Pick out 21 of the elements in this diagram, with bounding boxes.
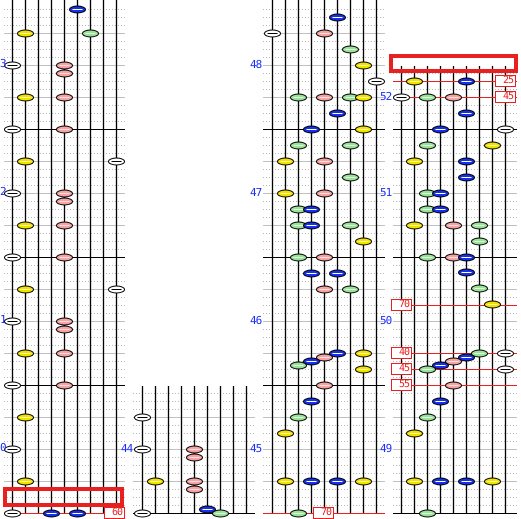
measure-number: 46 (250, 315, 262, 326)
measure-number: 52 (380, 91, 392, 102)
measure-number: 44 (121, 443, 132, 454)
tempo-value: 55 (391, 379, 412, 391)
tempo-value: 70 (391, 299, 412, 311)
measure-number: 48 (250, 59, 262, 70)
measure-number: 50 (380, 315, 392, 326)
measure-number: 1 (0, 314, 6, 325)
tempo-value: 45 (495, 91, 516, 103)
tempo-value: 40 (391, 347, 412, 359)
tempo-value: 60 (104, 507, 125, 519)
measure-number: 49 (380, 443, 392, 454)
tempo-value: 25 (495, 75, 516, 87)
measure-number: 0 (0, 442, 6, 453)
measure-number: 47 (250, 187, 262, 198)
measure-number: 45 (250, 443, 262, 454)
tempo-value: 70 (313, 507, 334, 519)
tempo-value: 45 (391, 363, 412, 375)
measure-number: 51 (380, 187, 392, 198)
measure-number: 3 (0, 58, 6, 69)
measure-number: 2 (0, 186, 6, 197)
